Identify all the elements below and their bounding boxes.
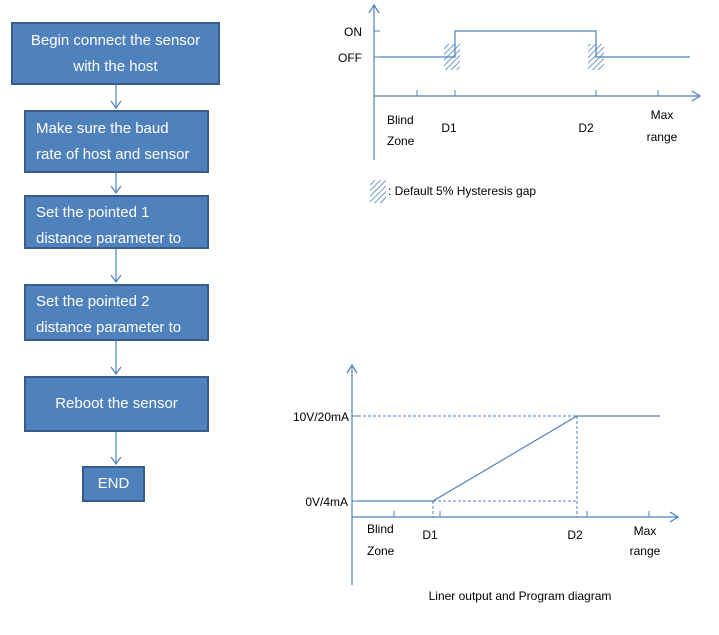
linear-diagram: 10V/20mA 0V/4mA Blind Zone D1 D2 Max ran… bbox=[293, 363, 680, 603]
linear-y-axis bbox=[346, 363, 358, 585]
flow-step-connect: Begin connect the sensor with the host bbox=[11, 22, 220, 85]
flow-step-baud-rate: Make sure the baud rate of host and sens… bbox=[24, 110, 209, 173]
flow-step-distance-1: Set the pointed 1 distance parameter to bbox=[24, 195, 209, 249]
linear-output-line bbox=[358, 415, 660, 502]
flow-step-distance-2: Set the pointed 2 distance parameter to bbox=[24, 284, 209, 341]
flow-arrow-5 bbox=[110, 432, 122, 466]
switch-blind-zone-line-1: Blind bbox=[387, 113, 414, 127]
switch-blind-zone-line-2: Zone bbox=[387, 134, 415, 148]
linear-blind-zone-line-2: Zone bbox=[367, 544, 395, 558]
flow-arrow-4 bbox=[110, 341, 122, 376]
flow-step-end-line-1: END bbox=[97, 475, 130, 492]
linear-axis-ticks bbox=[352, 415, 650, 517]
linear-bottom-label: 0V/4mA bbox=[305, 495, 348, 509]
flowchart-arrows bbox=[110, 85, 122, 466]
linear-dashed-guides bbox=[358, 415, 578, 517]
flow-step-distance-1-line-1: Set the pointed 1 bbox=[36, 204, 150, 221]
flow-step-reboot: Reboot the sensor bbox=[24, 376, 209, 432]
flow-step-baud-rate-line-1: Make sure the baud bbox=[36, 120, 169, 137]
flow-step-distance-2-line-2: distance parameter to bbox=[36, 319, 182, 336]
switch-axis-ticks bbox=[374, 30, 659, 96]
linear-max-range-line-2: range bbox=[630, 544, 661, 558]
switch-off-label: OFF bbox=[338, 51, 362, 65]
legend-hatch-swatch bbox=[370, 180, 386, 203]
flow-step-distance-1-line-2: distance parameter to bbox=[36, 230, 182, 247]
flow-arrow-1 bbox=[110, 85, 122, 110]
linear-blind-zone-line-1: Blind bbox=[367, 522, 394, 536]
switch-on-label: ON bbox=[344, 25, 362, 39]
flow-step-reboot-line-1: Reboot the sensor bbox=[55, 395, 178, 412]
linear-max-range-line-1: Max bbox=[634, 524, 657, 538]
flow-step-baud-rate-line-2: rate of host and sensor bbox=[36, 146, 190, 163]
linear-x-axis bbox=[352, 511, 680, 523]
switch-x-axis bbox=[374, 90, 702, 102]
linear-d2-label: D2 bbox=[567, 528, 583, 542]
flow-arrow-3 bbox=[110, 249, 122, 284]
flow-arrow-2 bbox=[110, 173, 122, 195]
linear-diagram-caption: Liner output and Program diagram bbox=[429, 589, 612, 603]
switch-diagram: ON OFF Blind Zone D1 D2 Max range : Defa… bbox=[338, 3, 702, 203]
flow-step-connect-line-1: Begin connect the sensor bbox=[30, 32, 201, 49]
switch-d2-label: D2 bbox=[578, 121, 594, 135]
switch-max-range-line-2: range bbox=[647, 130, 678, 144]
switch-max-range-line-1: Max bbox=[651, 108, 674, 122]
flow-step-distance-2-line-1: Set the pointed 2 bbox=[36, 293, 150, 310]
switch-d1-label: D1 bbox=[441, 121, 457, 135]
flow-step-connect-line-2: with the host bbox=[73, 58, 158, 75]
switch-state-line bbox=[380, 30, 690, 58]
flow-step-end: END bbox=[82, 466, 145, 502]
linear-top-label: 10V/20mA bbox=[293, 410, 349, 424]
switch-y-axis bbox=[368, 3, 380, 160]
linear-d1-label: D1 bbox=[422, 528, 438, 542]
legend-hysteresis-text: : Default 5% Hysteresis gap bbox=[388, 184, 536, 198]
